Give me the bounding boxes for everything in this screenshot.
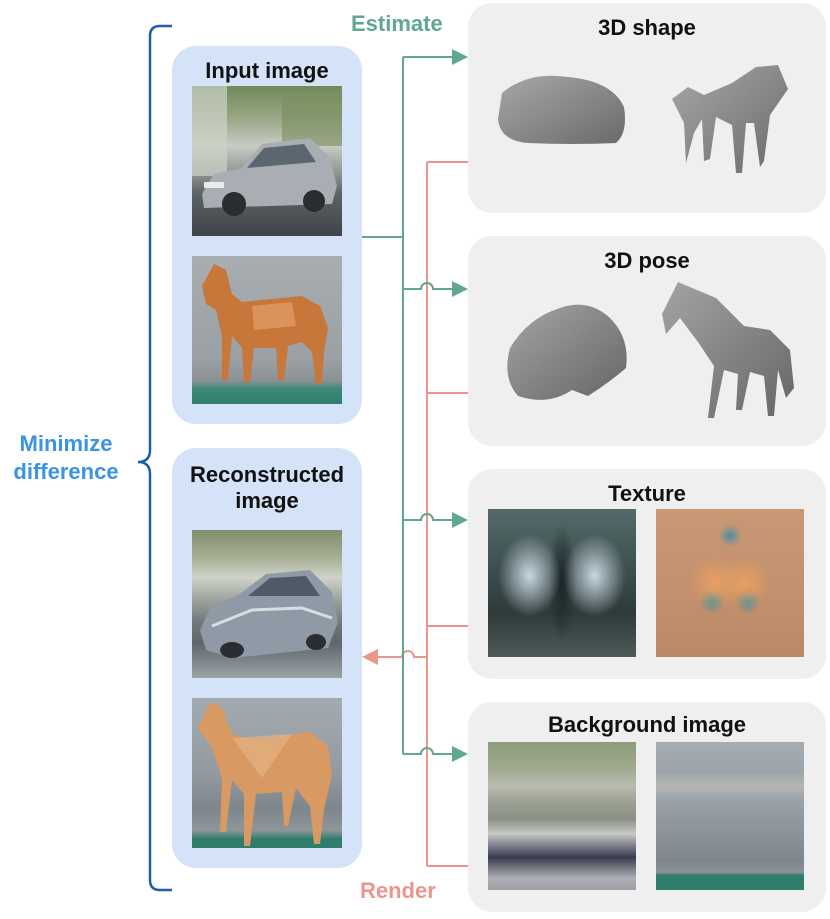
input-image-panel: Input image	[172, 46, 362, 424]
estimate-arrowhead-background	[452, 746, 468, 762]
reconstructed-image-panel: Reconstructed image	[172, 448, 362, 868]
estimate-arrowhead-texture	[452, 512, 468, 528]
pose-title: 3D pose	[604, 248, 690, 273]
horse-texture-image	[656, 509, 804, 657]
car-shape-mesh	[498, 75, 625, 144]
left-brace	[137, 24, 172, 892]
car-texture-image	[488, 509, 636, 657]
shape-title: 3D shape	[598, 15, 696, 40]
input-car-image	[192, 86, 342, 236]
reconstructed-car-image	[192, 530, 342, 678]
texture-panel: Texture	[468, 469, 826, 679]
minimize-difference-label: Minimize difference	[13, 431, 119, 484]
horse-pose-mesh	[662, 282, 794, 418]
car-icon	[192, 86, 342, 216]
background-panel: Background image	[468, 702, 826, 912]
pose-panel: 3D pose	[468, 236, 826, 446]
estimate-arrowhead-shape	[452, 49, 468, 65]
background-title: Background image	[547, 712, 747, 737]
rendered-horse-icon	[198, 702, 332, 846]
rendered-car-icon	[200, 570, 338, 658]
horse-background-image	[656, 742, 804, 890]
horse-icon	[202, 264, 328, 384]
input-image-title: Input image	[205, 58, 329, 83]
car-pose-mesh	[507, 304, 627, 400]
input-horse-image	[192, 256, 342, 404]
estimate-arrows	[362, 56, 456, 755]
render-label: Render	[360, 878, 436, 903]
horse-shape-mesh	[672, 65, 788, 173]
estimate-arrowhead-pose	[452, 281, 468, 297]
shape-panel: 3D shape	[468, 3, 826, 213]
reconstructed-horse-image	[192, 698, 342, 848]
texture-title: Texture	[608, 481, 686, 506]
car-background-image	[488, 742, 636, 890]
shape-meshes	[498, 65, 788, 173]
render-arrowhead	[362, 649, 378, 665]
reconstructed-image-title: Reconstructed image	[189, 462, 345, 513]
estimate-label: Estimate	[351, 11, 443, 36]
pose-meshes	[507, 282, 794, 418]
